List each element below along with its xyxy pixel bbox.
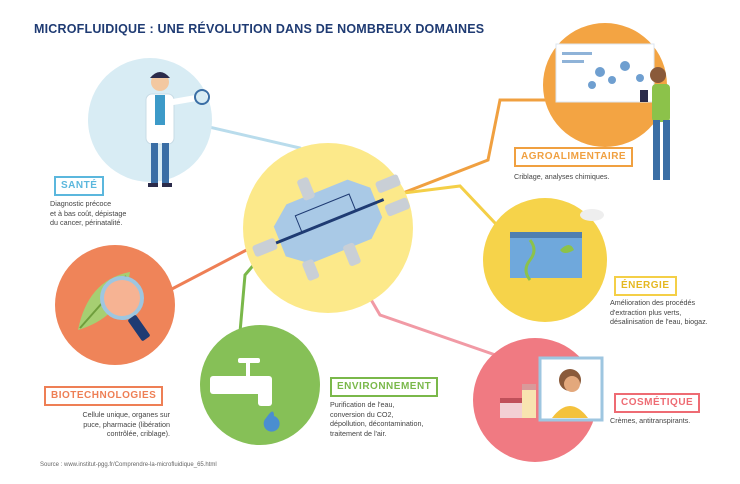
desc-line: Amélioration des procédés (610, 298, 696, 307)
desc-line: Criblage, analyses chimiques. (514, 172, 610, 181)
page-title: MICROFLUIDIQUE : UNE RÉVOLUTION DANS DE … (34, 22, 485, 36)
source-link[interactable]: Source : www.institut-pgg.fr/Comprendre-… (40, 462, 217, 468)
desc-line: Crèmes, antitranspirants. (610, 416, 691, 425)
desc-environnement: Purification de l'eau, conversion du CO2… (330, 400, 424, 438)
label-cosmetique: COSMÉTIQUE (614, 393, 701, 413)
doctor-illustration (145, 72, 210, 187)
connector-agro (371, 98, 560, 207)
desc-line: Purification de l'eau, (330, 400, 395, 409)
label-sante: SANTÉ (54, 176, 105, 196)
desc-line: dépollution, décontamination, (330, 419, 424, 428)
desc-biotech: Cellule unique, organes sur puce, pharma… (60, 410, 170, 439)
label-agro: AGROALIMENTAIRE (514, 147, 634, 167)
desc-line: désalinisation de l'eau, biogaz. (610, 317, 708, 326)
desc-line: contrôlée, criblage). (106, 429, 170, 438)
label-biotech: BIOTECHNOLOGIES (44, 386, 164, 406)
desc-energie: Amélioration des procédés d'extraction p… (610, 298, 708, 327)
desc-line: et à bas coût, dépistage (50, 208, 127, 218)
energie-illustration (510, 209, 604, 281)
desc-line: traitement de l'air. (330, 428, 387, 438)
desc-line: Diagnostic précoce (50, 199, 112, 208)
label-energie: ÉNERGIE (614, 276, 677, 296)
label-environnement: ENVIRONNEMENT (330, 377, 439, 397)
desc-line: d'extraction plus verts, (610, 307, 682, 317)
desc-line: conversion du CO2, (330, 409, 394, 419)
desc-line: puce, pharmacie (libération (83, 419, 170, 429)
desc-sante: Diagnostic précoce et à bas coût, dépist… (50, 199, 126, 228)
microfluidic-chip (252, 174, 410, 281)
cosmetique-illustration (500, 356, 604, 422)
desc-agro: Criblage, analyses chimiques. (514, 172, 609, 182)
desc-cosmetique: Crèmes, antitranspirants. (610, 416, 690, 426)
agro-illustration (555, 43, 670, 180)
desc-line: du cancer, périnatalité. (50, 218, 123, 227)
desc-line: Cellule unique, organes sur (82, 410, 170, 419)
faucet-illustration (210, 358, 280, 432)
biotech-illustration (78, 272, 150, 341)
